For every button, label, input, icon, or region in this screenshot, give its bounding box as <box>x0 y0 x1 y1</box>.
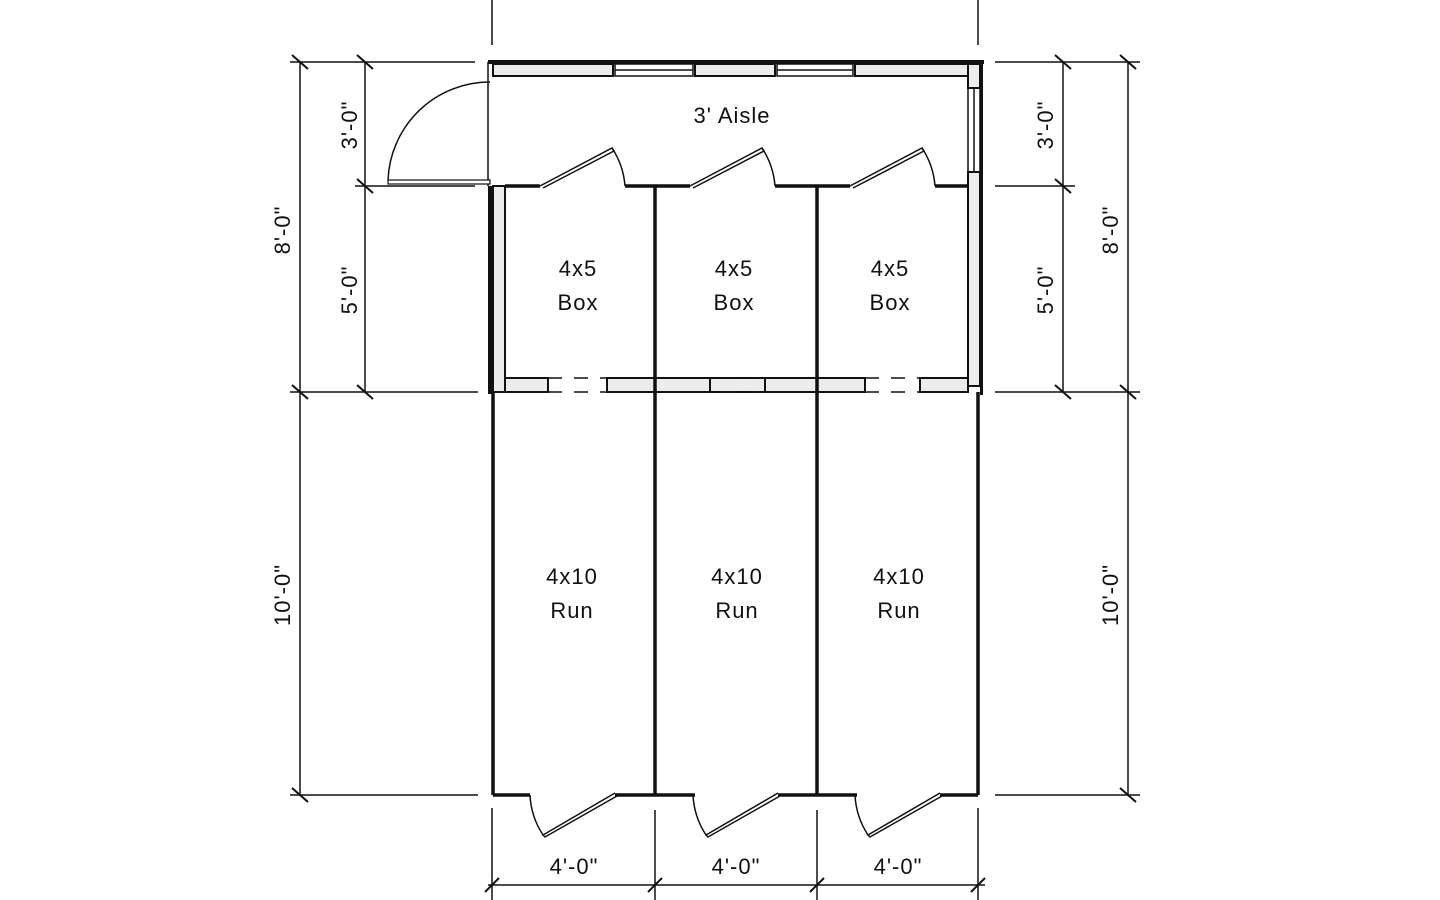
dim-left-inner-3ft: 3'-0" <box>337 101 362 150</box>
dim-right-inner-5ft: 5'-0" <box>1033 266 1058 315</box>
windows <box>614 63 981 173</box>
box-1-size: 4x5 <box>559 256 597 281</box>
box-doors <box>539 147 936 189</box>
box-2-size: 4x5 <box>715 256 753 281</box>
box-3-size: 4x5 <box>871 256 909 281</box>
run-3-size: 4x10 <box>873 564 925 589</box>
aisle-label: 3' Aisle <box>693 103 770 128</box>
run-2-label: Run <box>715 598 758 623</box>
dim-right-inner-3ft: 3'-0" <box>1033 101 1058 150</box>
dim-left-outer-8ft: 8'-0" <box>270 206 295 255</box>
box-1-label: Box <box>558 290 599 315</box>
dim-bottom-3: 4'-0" <box>874 854 923 879</box>
run-3-label: Run <box>877 598 920 623</box>
aisle-entry-door <box>387 81 491 185</box>
box-3-label: Box <box>870 290 911 315</box>
partitions <box>491 184 980 797</box>
run-1-label: Run <box>550 598 593 623</box>
dim-right-outer-10ft: 10'-0" <box>1098 564 1123 626</box>
box-2-label: Box <box>714 290 755 315</box>
dimension-lines <box>291 54 1137 893</box>
run-2-size: 4x10 <box>711 564 763 589</box>
dim-bottom-2: 4'-0" <box>712 854 761 879</box>
dim-left-inner-5ft: 5'-0" <box>337 266 362 315</box>
gates <box>548 377 920 393</box>
run-1-size: 4x10 <box>546 564 598 589</box>
dim-bottom-1: 4'-0" <box>550 854 599 879</box>
extension-lines <box>290 0 1140 900</box>
dim-left-outer-10ft: 10'-0" <box>270 564 295 626</box>
dim-right-outer-8ft: 8'-0" <box>1098 206 1123 255</box>
run-doors <box>529 792 943 838</box>
